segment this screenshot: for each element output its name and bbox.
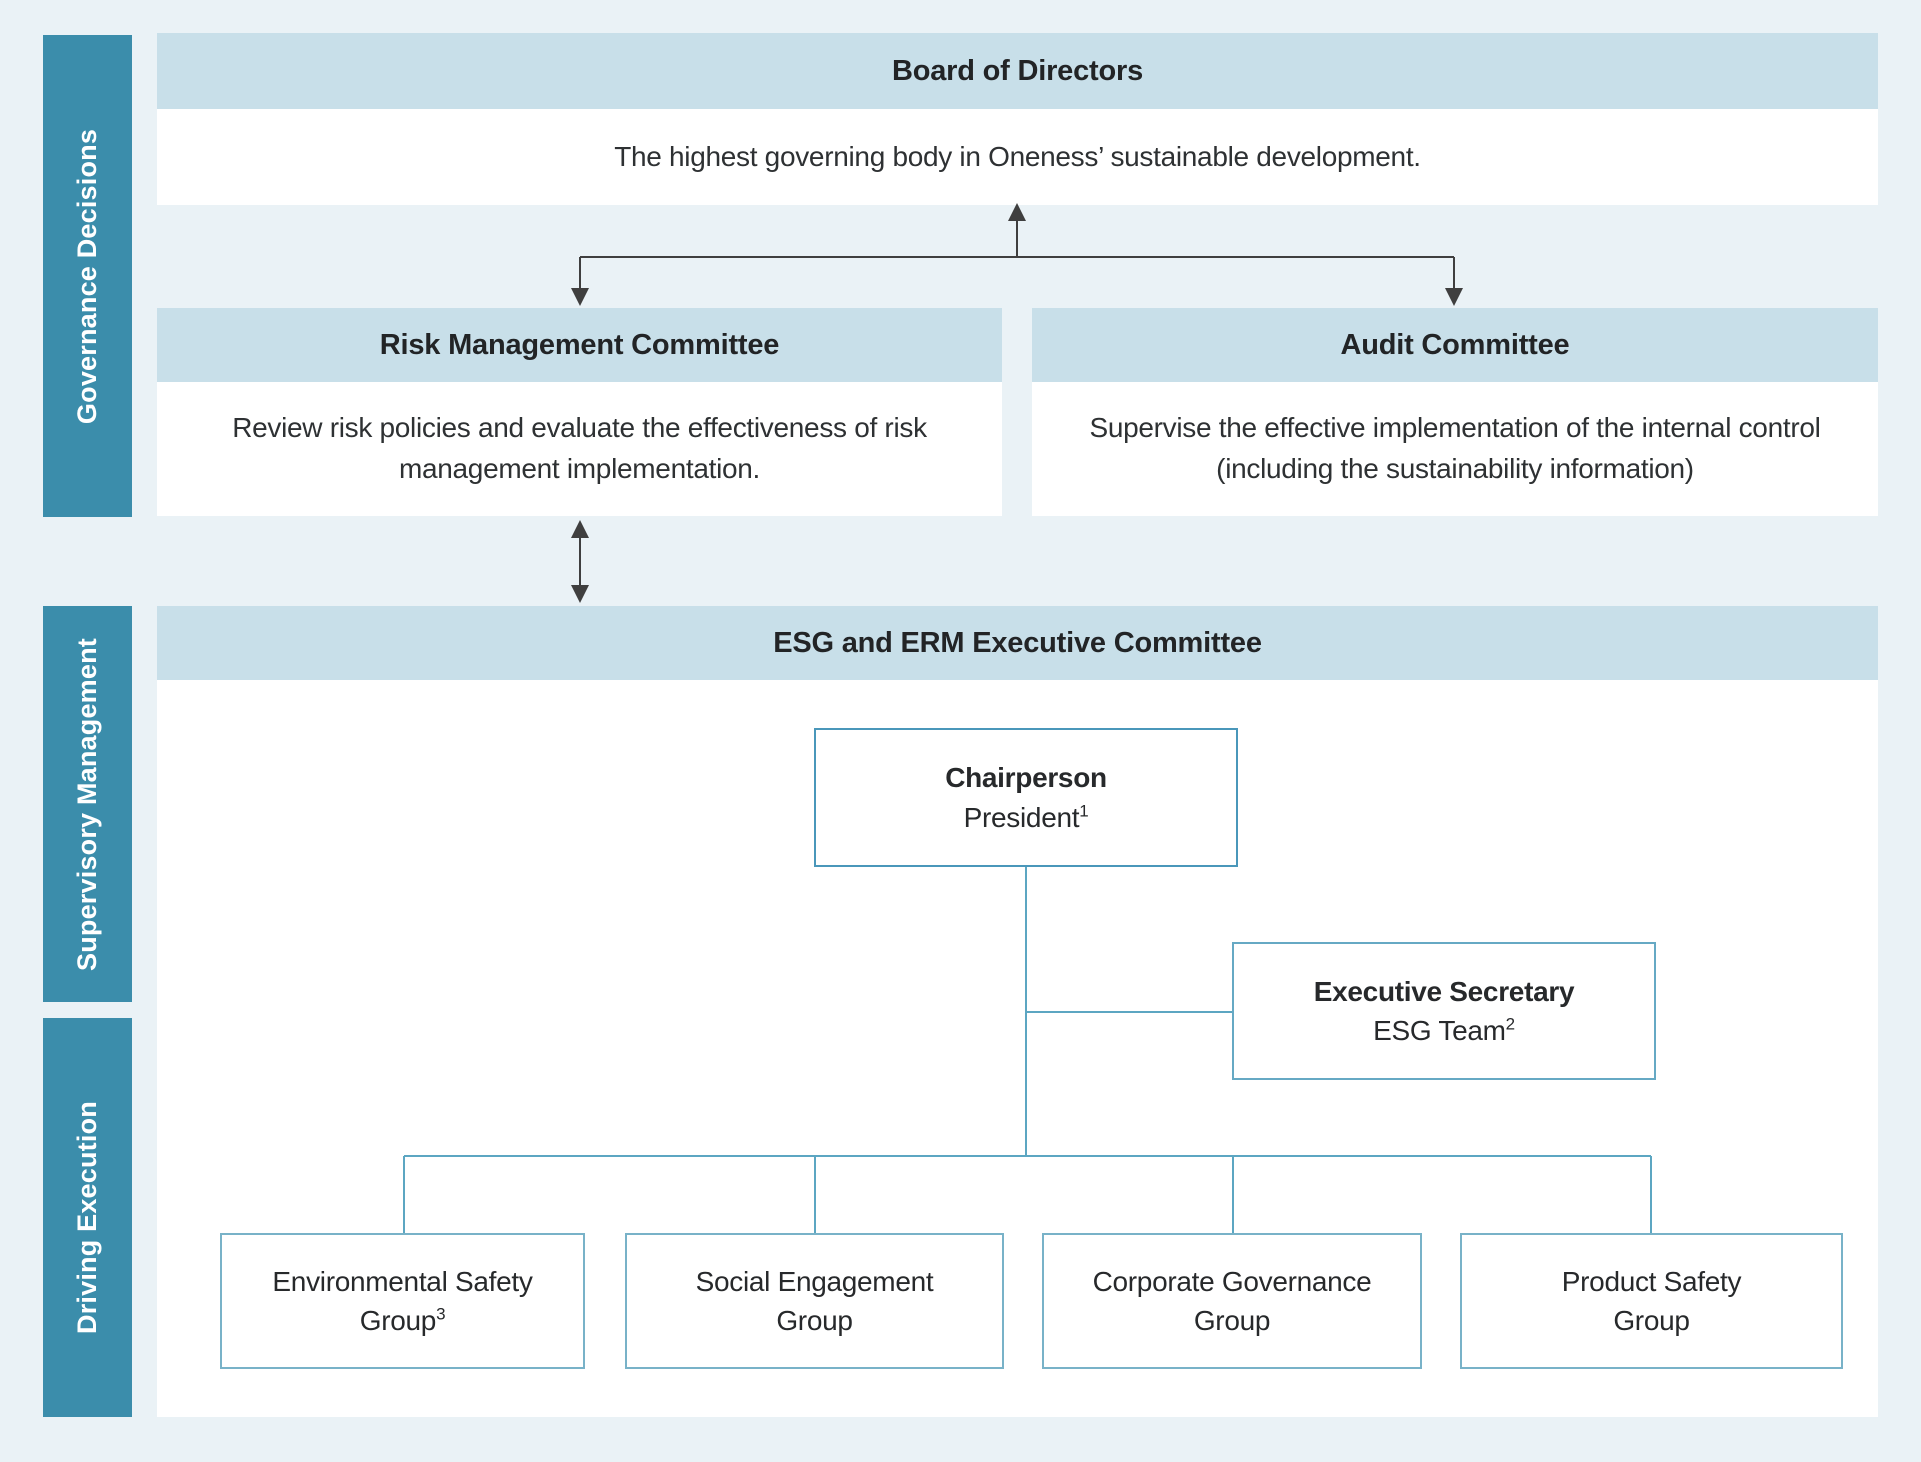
footnote-ref-3: 3 (436, 1304, 446, 1324)
arrowhead-down-to-risk-icon (571, 288, 589, 306)
chairperson-role: Chairperson (945, 762, 1107, 794)
sidebar-band-supervisory-management: Supervisory Management (43, 606, 132, 1002)
environmental-safety-group-node: Environmental Safety Group3 (220, 1233, 585, 1369)
board-of-directors-title: Board of Directors (892, 54, 1143, 87)
chairperson-holder: President1 (963, 801, 1089, 833)
esg-erm-executive-committee-title: ESG and ERM Executive Committee (773, 626, 1262, 659)
sidebar-band-governance-decisions: Governance Decisions (43, 35, 132, 517)
audit-committee-description: Supervise the effective implementation o… (1032, 382, 1878, 516)
arrowhead-up-to-board-icon (1008, 203, 1026, 221)
corporate-governance-group-node: Corporate Governance Group (1042, 1233, 1422, 1369)
sidebar-band-label: Driving Execution (72, 1101, 103, 1334)
footnote-ref-2: 2 (1505, 1014, 1515, 1034)
executive-secretary-role: Executive Secretary (1313, 975, 1575, 1007)
arrowhead-risk-esg-top-icon (571, 520, 589, 538)
board-of-directors-header: Board of Directors (157, 33, 1878, 109)
audit-committee-title: Audit Committee (1340, 328, 1570, 361)
risk-management-committee-title: Risk Management Committee (379, 328, 780, 361)
sidebar-band-label: Governance Decisions (72, 128, 102, 424)
arrowhead-risk-esg-bottom-icon (571, 585, 589, 603)
product-safety-group-node: Product Safety Group (1460, 1233, 1843, 1369)
sidebar-band-label: Supervisory Management (72, 637, 103, 971)
risk-management-committee-description: Review risk policies and evaluate the ef… (157, 382, 1002, 516)
audit-committee-header: Audit Committee (1032, 308, 1878, 382)
social-engagement-group-node: Social Engagement Group (625, 1233, 1004, 1369)
chairperson-node: Chairperson President1 (814, 728, 1238, 867)
board-of-directors-description: The highest governing body in Oneness’ s… (157, 109, 1878, 205)
risk-management-committee-header: Risk Management Committee (157, 308, 1002, 382)
executive-secretary-node: Executive Secretary ESG Team2 (1232, 942, 1656, 1080)
executive-secretary-holder: ESG Team2 (1373, 1014, 1515, 1046)
esg-erm-executive-committee-header: ESG and ERM Executive Committee (157, 606, 1878, 680)
footnote-ref-1: 1 (1079, 801, 1089, 821)
sidebar-band-driving-execution: Driving Execution (43, 1018, 132, 1417)
arrowhead-down-to-audit-icon (1445, 288, 1463, 306)
